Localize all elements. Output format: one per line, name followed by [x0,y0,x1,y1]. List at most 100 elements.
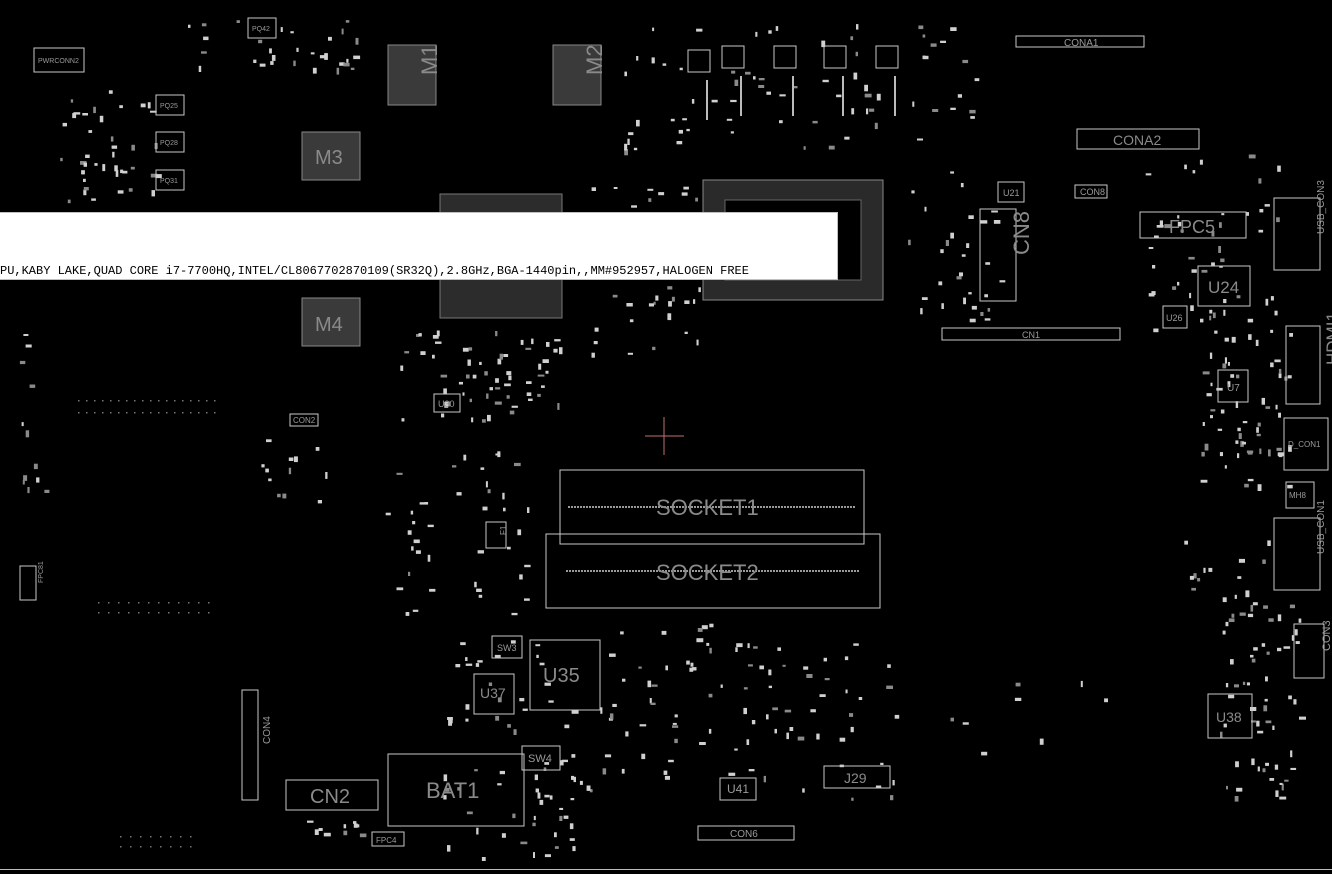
connector-cn2[interactable]: CN2 [285,779,379,811]
connector-usb-con3[interactable]: USB_CON3 [1273,180,1327,271]
ram-chip-m4[interactable]: M4 [301,297,361,347]
socket2[interactable]: SOCKET2 [545,533,881,609]
svg-text:M1: M1 [417,44,442,75]
smd-pad [150,173,158,178]
smd-pad [1284,779,1289,782]
chip-u35[interactable]: U35 [529,639,601,711]
smd-pad [1293,699,1297,705]
ram-chip-m2[interactable]: M2 [552,44,607,106]
smd-pad [1219,265,1223,268]
smd-pad [564,724,570,729]
smd-pad [922,55,929,60]
connector-con2[interactable]: CON2 [289,413,319,427]
smd-pad [803,666,809,670]
inductor-pad [792,76,794,116]
smd-pad [639,724,647,727]
smd-pad [452,465,457,468]
connector-cona1[interactable]: CONA1 [1015,35,1145,49]
chip-u21[interactable]: U21 [997,181,1025,203]
smd-pad [1265,406,1271,409]
smd-pad [1255,339,1259,346]
connector-con3[interactable]: CON3 [1293,620,1332,679]
switch-sw3[interactable]: SW3 [491,635,523,659]
svg-text:CON6: CON6 [730,829,758,840]
connector-hdmi1[interactable]: HDMI1 [1285,312,1332,405]
smd-pad [706,642,710,646]
connector-j29[interactable]: J29 [823,765,891,789]
ram-chip-m1[interactable]: M1 [387,44,442,106]
connector-con4[interactable]: CON4 [241,689,273,801]
connector-cn1[interactable]: CN1 [941,327,1121,341]
smd-pad [1236,374,1240,379]
smd-pad [120,169,124,174]
connector-con8[interactable]: CON8 [1074,184,1108,199]
chip-u24[interactable]: U24 [1197,265,1251,307]
smd-pad [21,422,24,427]
smd-pad [479,361,482,365]
smd-pad [1177,215,1180,219]
chip-u41[interactable]: U41 [719,777,757,801]
connector-cona2[interactable]: CONA2 [1076,128,1200,150]
test-point [142,412,144,414]
smd-pad [930,43,937,47]
smd-pad [594,327,599,332]
socket1[interactable]: SOCKET1 [559,469,865,545]
test-point [78,400,80,402]
fuse-f1[interactable]: F1 [485,521,508,549]
smd-pad [1256,427,1259,433]
battery-bat1[interactable]: BAT1 [387,753,525,827]
smd-pad [1224,465,1227,469]
smd-pad [932,109,939,112]
transistor-pq42[interactable]: PQ42 [247,17,277,39]
svg-text:M2: M2 [582,44,607,75]
smd-pad [768,685,772,689]
smd-pad [981,751,988,756]
chip-u30[interactable]: U30 [433,393,461,413]
smd-pad [458,381,463,385]
connector-fpc81[interactable]: FPC81 [19,561,45,601]
transistor-pq28[interactable]: PQ28 [155,131,185,153]
smd-pad [339,62,345,66]
smd-pad [851,108,855,115]
connector-fpc4[interactable]: FPC4 [371,831,405,847]
mounting-hole-mh8[interactable]: MH8 [1285,481,1315,509]
connector-pwrconn2[interactable]: PWRCONN2 [33,47,85,73]
smd-pad [466,811,473,815]
smd-pad [921,297,928,300]
chip-u37[interactable]: U37 [473,673,515,715]
connector-con6[interactable]: CON6 [697,825,795,841]
smd-pad [482,419,486,423]
smd-pad [980,220,988,224]
ram-chip-m3[interactable]: M3 [301,131,361,181]
smd-pad [1253,647,1258,651]
smd-pad [792,86,798,89]
transistor-pq25[interactable]: PQ25 [155,94,185,116]
smd-pad [690,662,694,667]
smd-pad [444,401,449,408]
smd-pad [816,733,820,740]
chip-u7[interactable]: U7 [1217,369,1249,403]
smd-pad [502,492,505,500]
smd-pad [711,99,718,103]
smd-pad [987,308,991,312]
connector-cn8[interactable]: CN8 [979,208,1034,302]
connector-d-con1[interactable]: D_CON1 [1283,417,1329,471]
smd-pad [253,59,257,63]
smd-pad [1188,256,1195,260]
smd-pad [396,472,403,475]
smd-pad [1261,397,1265,405]
smd-pad [70,99,74,103]
smd-pad [533,852,535,858]
switch-sw4[interactable]: SW4 [521,745,561,771]
smd-pad [294,456,298,463]
smd-pad [465,704,470,710]
chip-u26[interactable]: U26 [1162,305,1188,329]
transistor-pq31[interactable]: PQ31 [155,169,185,191]
smd-pad [1236,295,1241,299]
test-point [158,602,160,604]
chip-u38[interactable]: U38 [1207,693,1253,739]
smd-pad [1287,484,1293,489]
connector-fpc5[interactable]: FPC5 [1139,211,1247,239]
connector-usb-con1[interactable]: USB_CON1 [1273,500,1327,591]
